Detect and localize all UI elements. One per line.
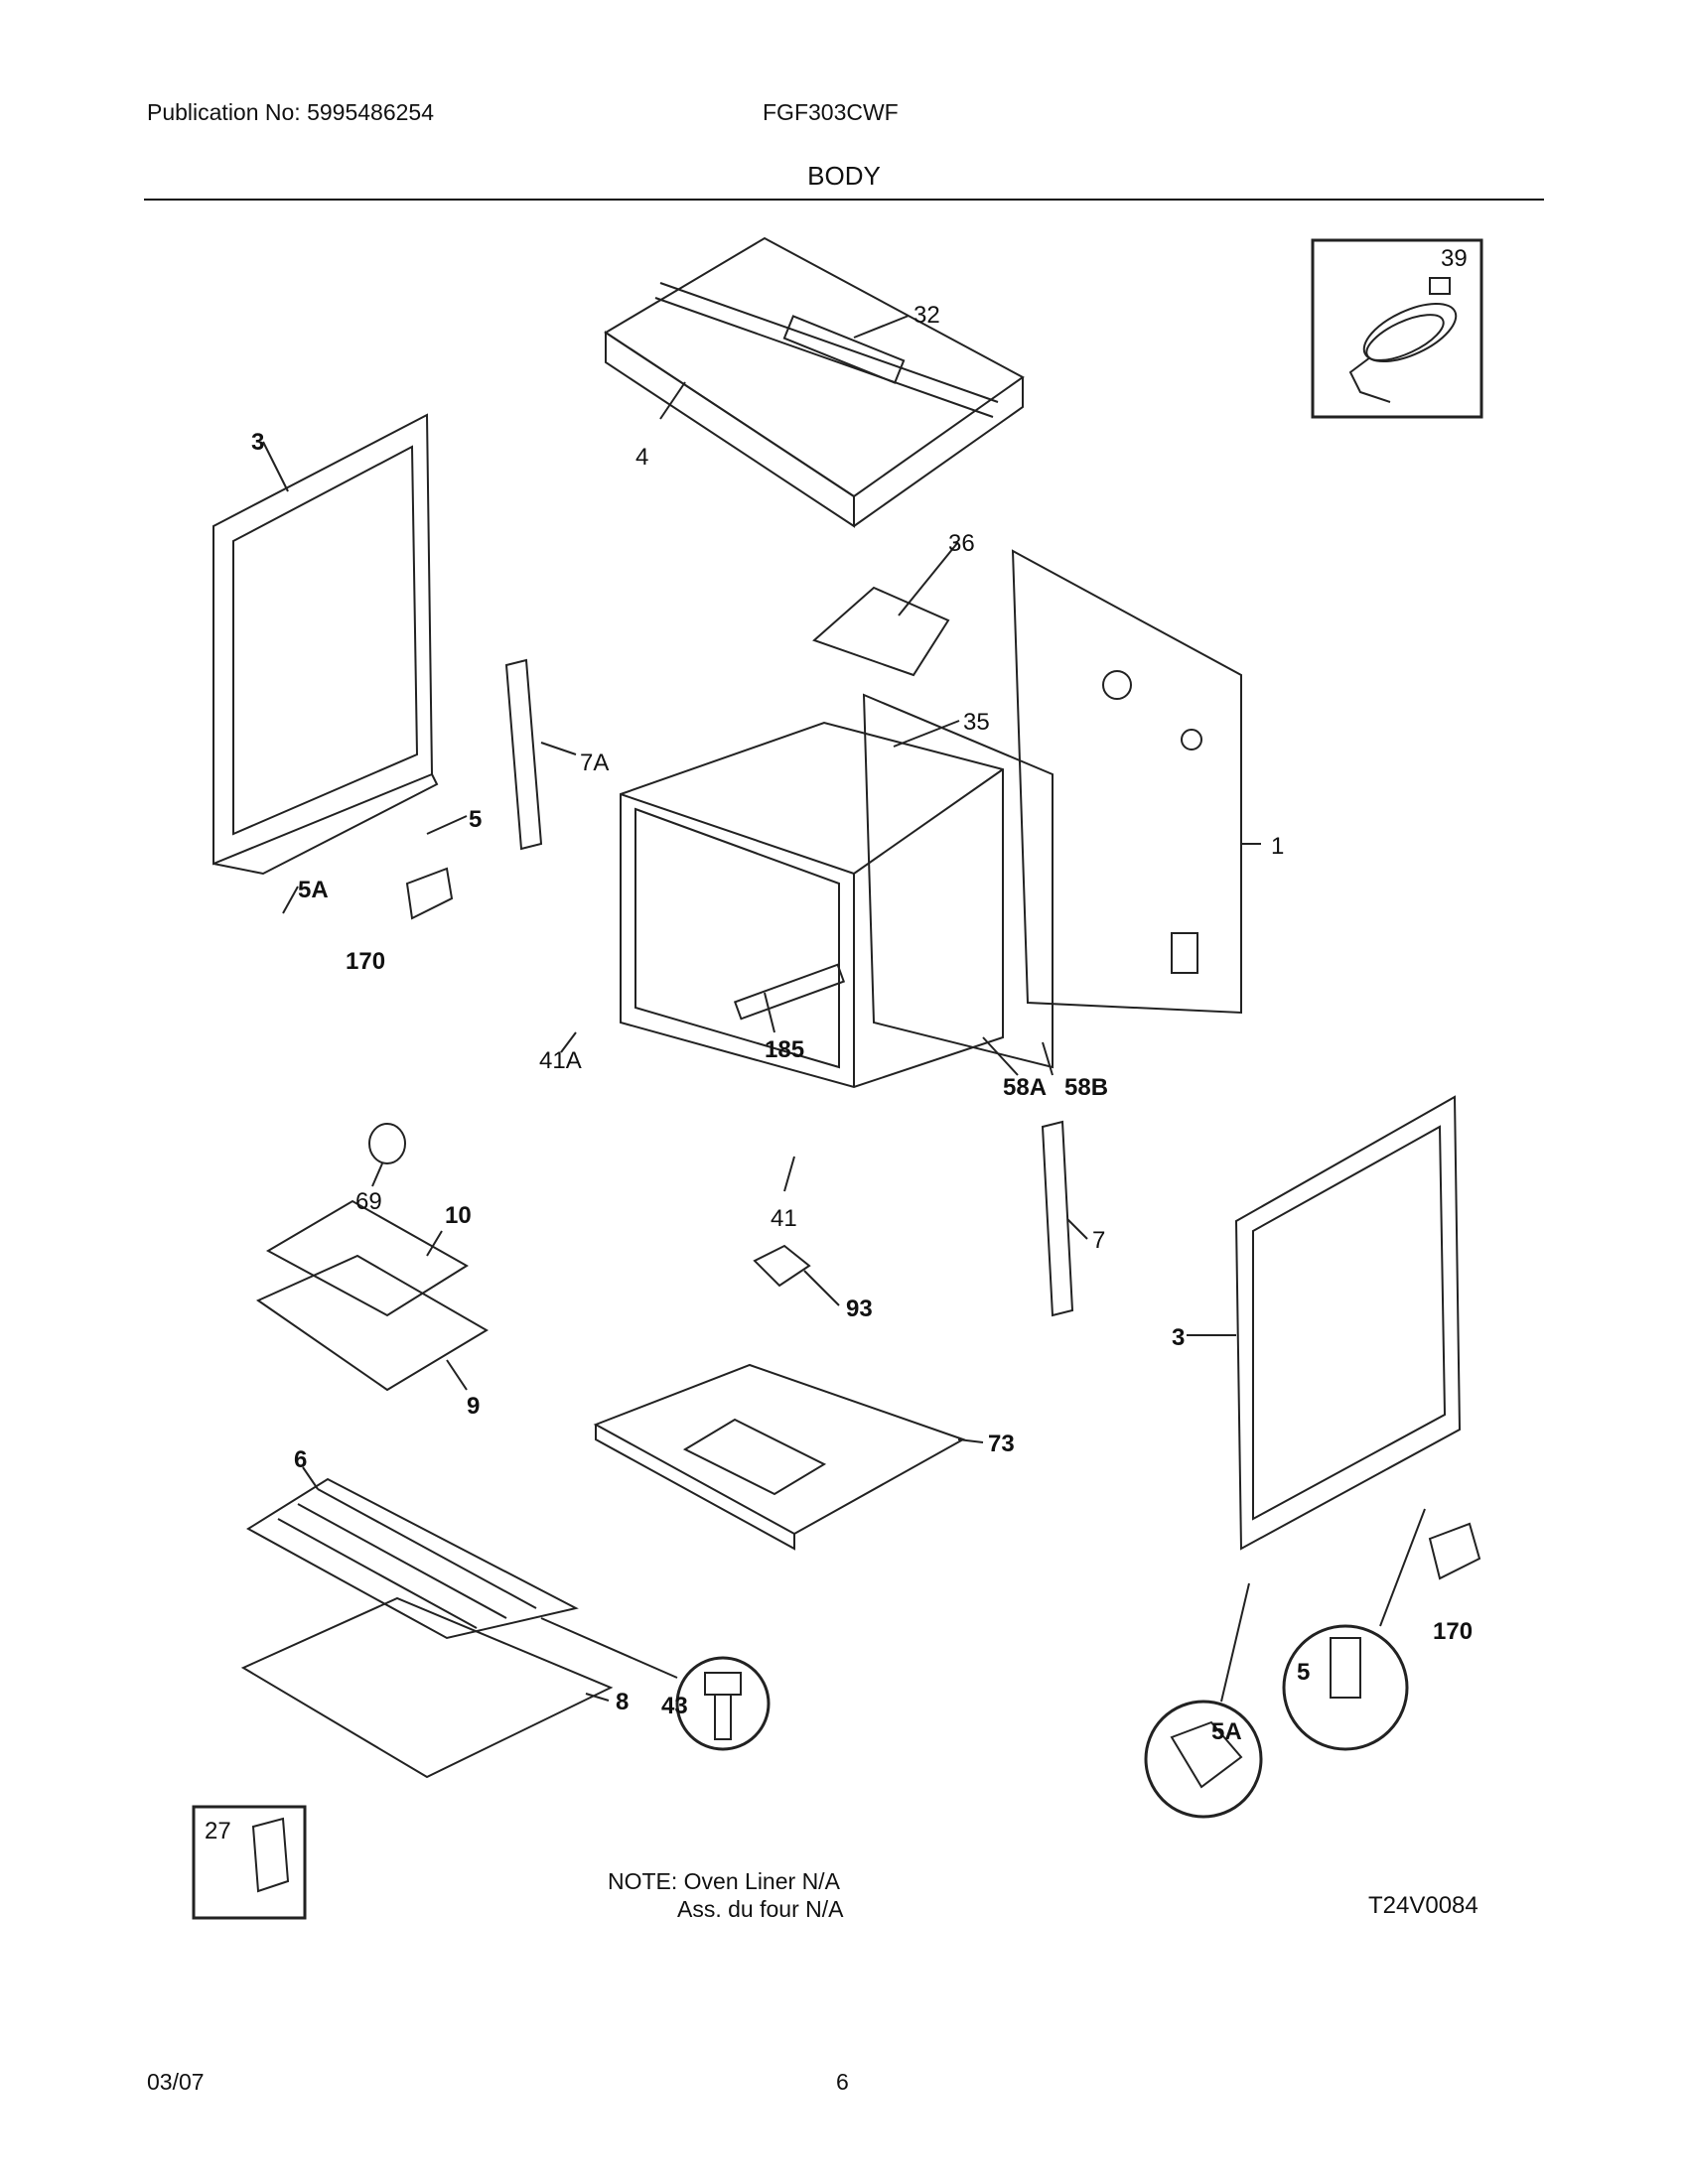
oven-rack-part <box>246 1477 579 1640</box>
model-number: FGF303CWF <box>763 99 899 125</box>
callout-170-right: 170 <box>1433 1618 1473 1645</box>
top-panel-part <box>604 236 1025 528</box>
burner-part <box>753 1244 811 1288</box>
callout-58B: 58B <box>1064 1074 1108 1101</box>
callout-69: 69 <box>355 1188 382 1215</box>
callout-41A: 41A <box>539 1047 582 1074</box>
section-title: BODY <box>807 161 881 191</box>
callout-93: 93 <box>846 1296 873 1322</box>
callout-5-left: 5 <box>469 806 482 833</box>
publication-number: Publication No: 5995486254 <box>147 99 435 125</box>
callout-9: 9 <box>467 1393 480 1420</box>
callout-170-left: 170 <box>346 948 385 975</box>
power-cord-part <box>1348 277 1458 403</box>
callout-35: 35 <box>963 709 990 736</box>
anti-tip-bracket-inset-part <box>251 1817 290 1893</box>
flue-duct-part <box>812 586 950 677</box>
door-hinge-7A-part <box>504 658 543 851</box>
publication-date: 03/07 <box>147 2069 205 2095</box>
callout-1: 1 <box>1271 833 1284 860</box>
door-hinge-7-part <box>1041 1120 1074 1317</box>
callout-8: 8 <box>616 1689 629 1715</box>
gasket-part <box>368 1123 406 1164</box>
callout-7: 7 <box>1092 1227 1105 1254</box>
bolt-detail-part <box>675 1656 771 1751</box>
callout-3-left: 3 <box>251 429 264 456</box>
note-line-1: NOTE: Oven Liner N/A <box>608 1868 840 1894</box>
callout-41: 41 <box>771 1205 797 1232</box>
back-panel-part <box>1011 549 1242 1015</box>
callout-6: 6 <box>294 1446 307 1473</box>
broiler-pan-part <box>255 1199 489 1392</box>
power-cord-inset-box <box>1311 238 1483 419</box>
leveler-leg-detail-part <box>1282 1624 1409 1751</box>
callout-39: 39 <box>1441 245 1468 272</box>
anti-tip-inset-box <box>192 1805 307 1920</box>
callout-5-right: 5 <box>1297 1659 1310 1686</box>
page-number: 6 <box>836 2069 849 2095</box>
callout-73: 73 <box>988 1431 1015 1457</box>
drawer-part <box>240 1596 614 1779</box>
callout-27: 27 <box>205 1818 231 1844</box>
callout-5A-right: 5A <box>1211 1718 1242 1745</box>
callout-3-right: 3 <box>1172 1324 1185 1351</box>
left-side-panel-part <box>212 413 439 876</box>
callout-36: 36 <box>948 530 975 557</box>
callout-185: 185 <box>765 1036 804 1063</box>
callout-43: 43 <box>661 1693 688 1719</box>
anti-tip-bracket-left-part <box>405 867 454 920</box>
leader-lines <box>262 315 1426 1703</box>
callout-32: 32 <box>914 302 940 329</box>
oven-cavity-part <box>620 693 1054 1089</box>
header-divider <box>144 199 1544 201</box>
anti-tip-bracket-right-part <box>1428 1522 1481 1580</box>
note-line-2: Ass. du four N/A <box>677 1896 844 1922</box>
callout-10: 10 <box>445 1202 472 1229</box>
callout-5A-left: 5A <box>298 877 329 903</box>
callout-4: 4 <box>635 444 648 471</box>
callout-7A: 7A <box>580 750 609 776</box>
drawing-code: T24V0084 <box>1368 1892 1478 1919</box>
right-side-panel-part <box>1234 1095 1462 1551</box>
callout-58A: 58A <box>1003 1074 1047 1101</box>
leveler-bracket-detail-part <box>1144 1700 1263 1819</box>
